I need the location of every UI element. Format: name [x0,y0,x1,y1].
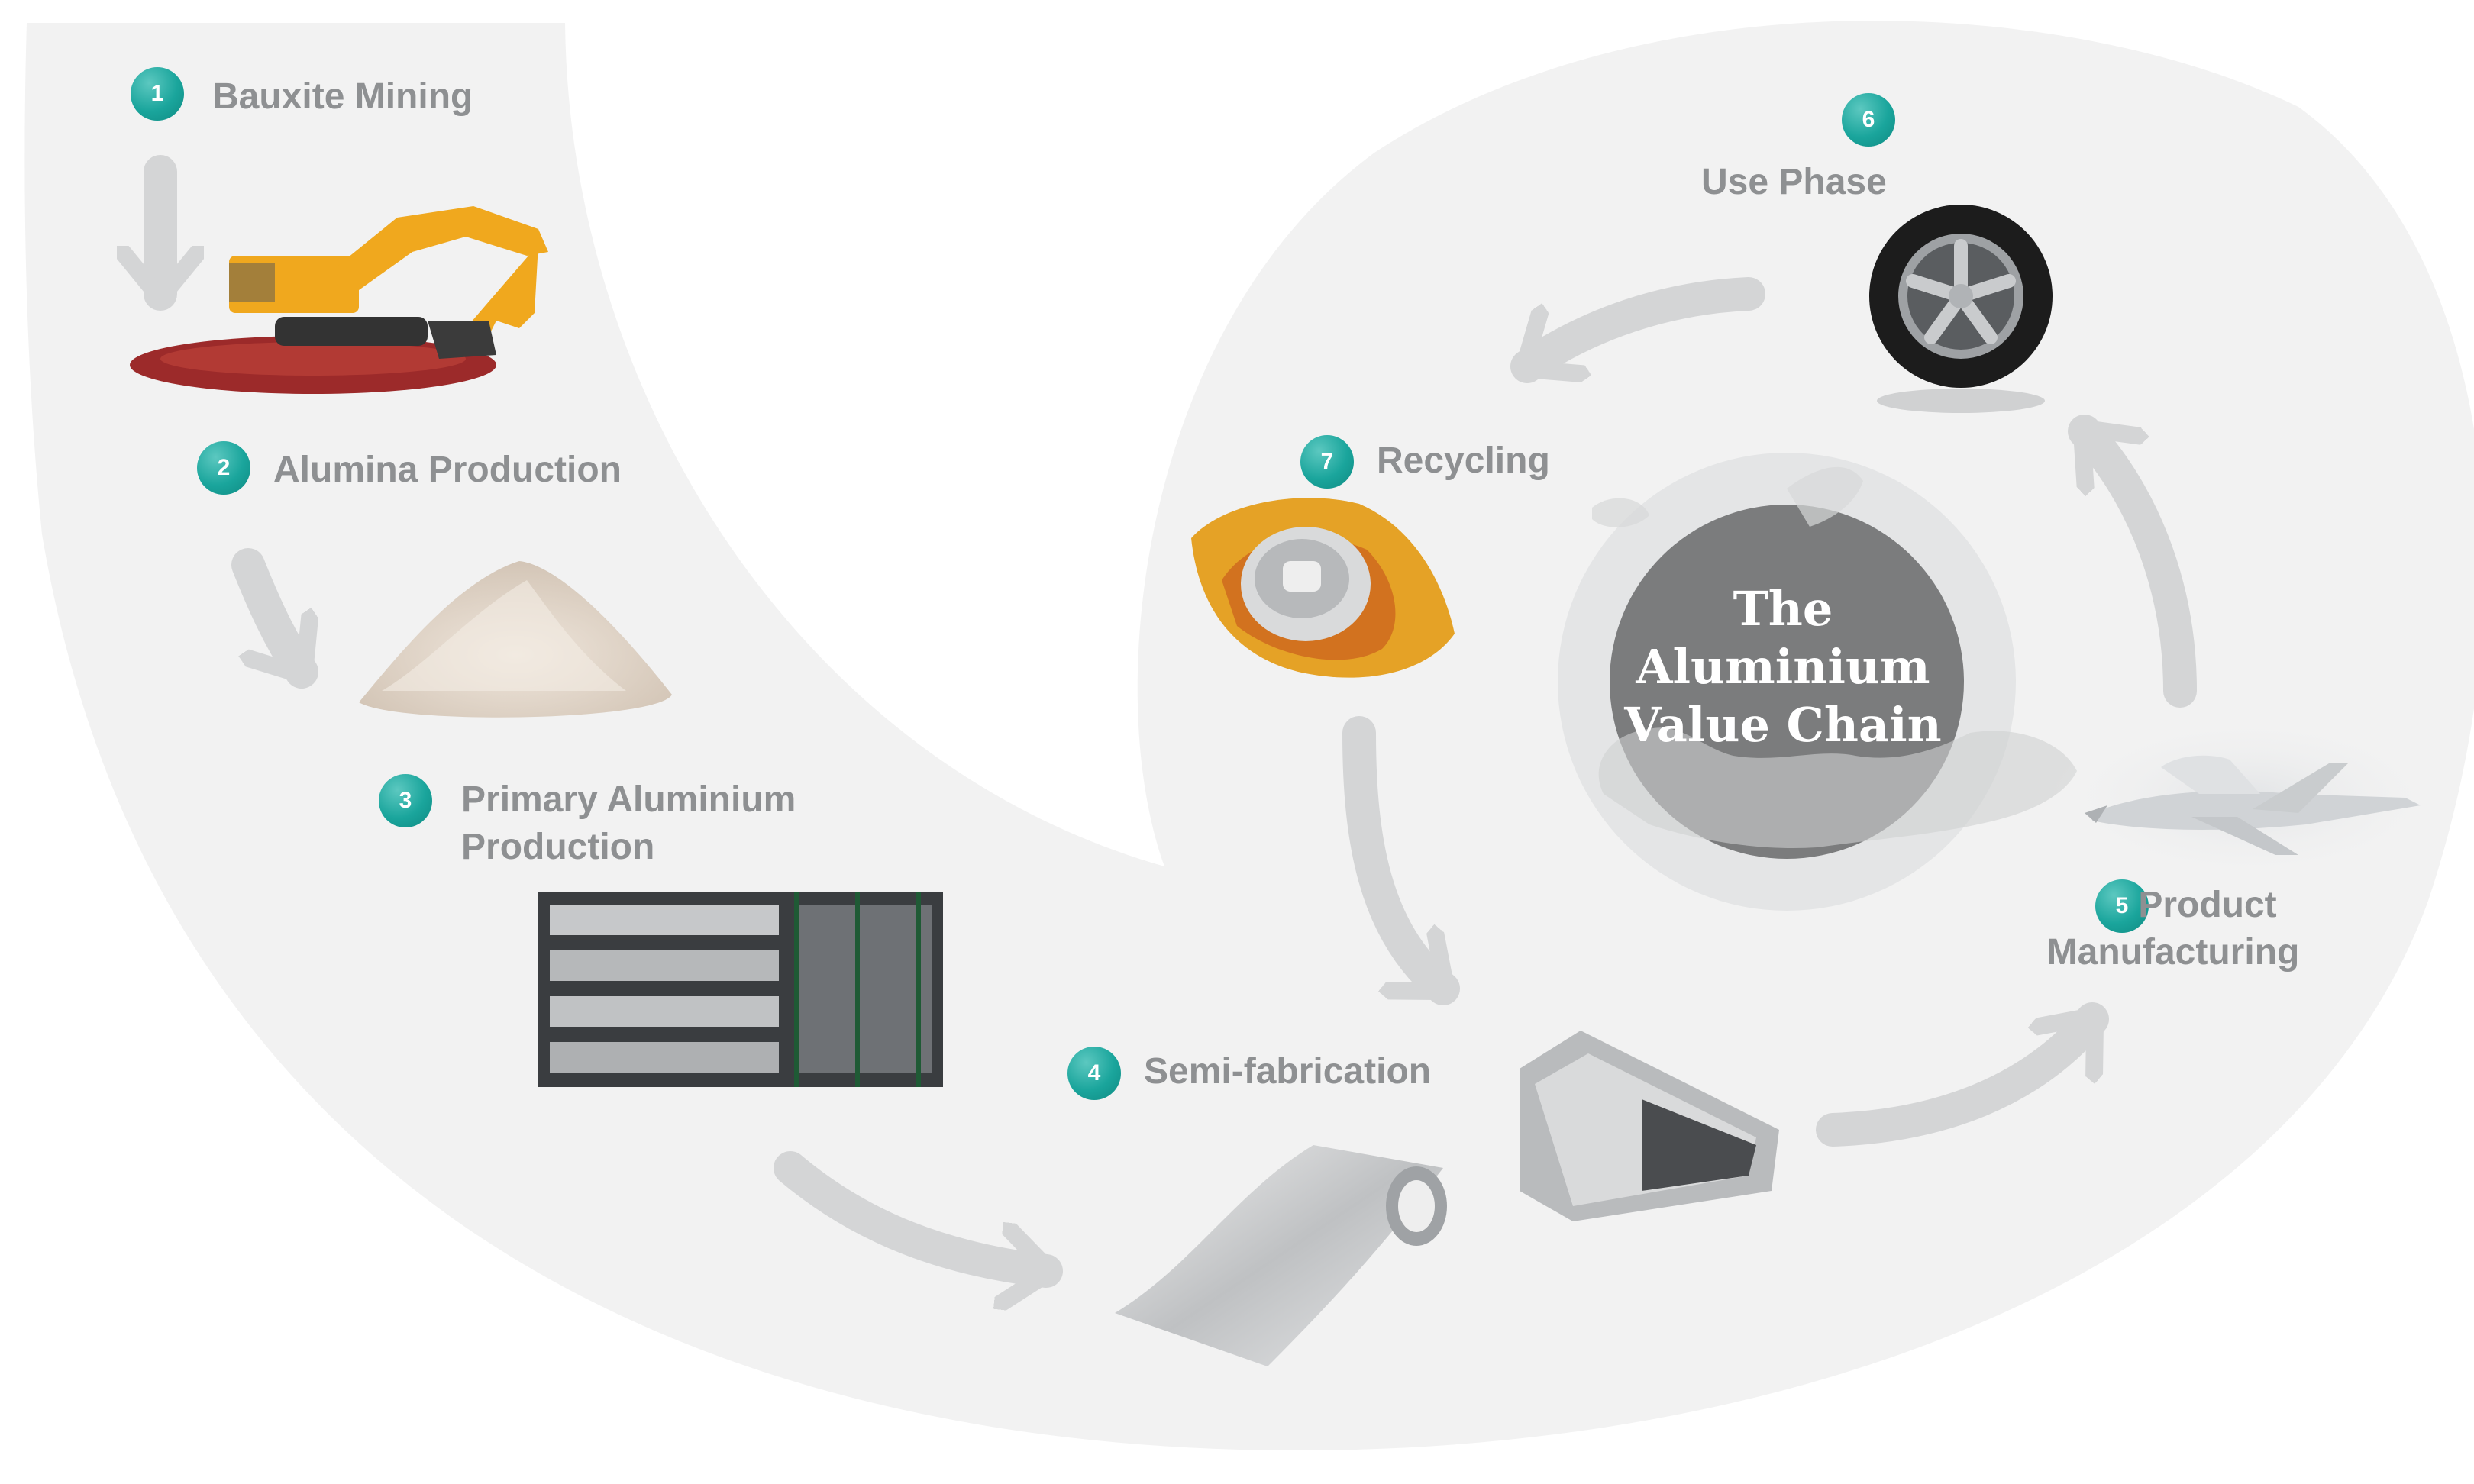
aluminium-ingots-image [538,892,943,1087]
step-5-label-line2: Manufacturing [2046,932,2300,973]
airplane-image [2050,714,2447,882]
aluminium-profiles-image [1520,1031,1779,1221]
center-title-line3: Value Chain [1624,697,1942,753]
center-title-line2: Aluminium [1636,639,1930,695]
step-2-label: Alumina Production [273,450,622,490]
arrow-5-to-6 [2068,415,2197,708]
flow-arrows [160,155,2197,1271]
step-4-badge: 4 [1067,1047,1121,1100]
excavator-image [130,206,548,394]
step-6-label: Use Phase [1701,162,1887,202]
step-6-badge: 6 [1842,93,1895,147]
car-wheel-image [1869,205,2053,413]
step-5-label: Product Manufacturing [2043,882,2303,976]
arrow-4-to-5 [1816,1002,2109,1147]
arrow-7-to-4 [1342,716,1460,1005]
arrow-2-to-3 [231,548,302,689]
step-3-label-line1: Primary Aluminium [461,779,796,820]
step-1-badge: 1 [131,67,184,121]
step-4-label: Semi-fabrication [1144,1051,1432,1092]
arrow-3-to-4 [774,1151,1063,1271]
background-band [24,21,2474,1450]
step-1-label: Bauxite Mining [212,76,473,117]
center-title-line1: The [1733,581,1833,637]
aluminium-sheet-roll-image [1115,1145,1447,1366]
europe-map-shape [1598,727,2077,848]
step-3-label: Primary Aluminium Production [461,776,796,871]
step-2-badge: 2 [197,441,250,495]
step-3-label-line2: Production [461,827,655,867]
center-globe [1558,453,2077,911]
step-3-badge: 3 [379,774,432,827]
step-5-label-line1: Product [2138,885,2277,925]
center-title: The Aluminium Value Chain [1611,580,1955,754]
step-5-badge: 5 [2095,879,2149,933]
step-7-badge: 7 [1300,435,1354,489]
alumina-powder-image [359,561,672,718]
step-7-label: Recycling [1377,440,1550,481]
arrow-6-to-7 [1510,277,1765,383]
crushed-can-image [1191,498,1455,678]
